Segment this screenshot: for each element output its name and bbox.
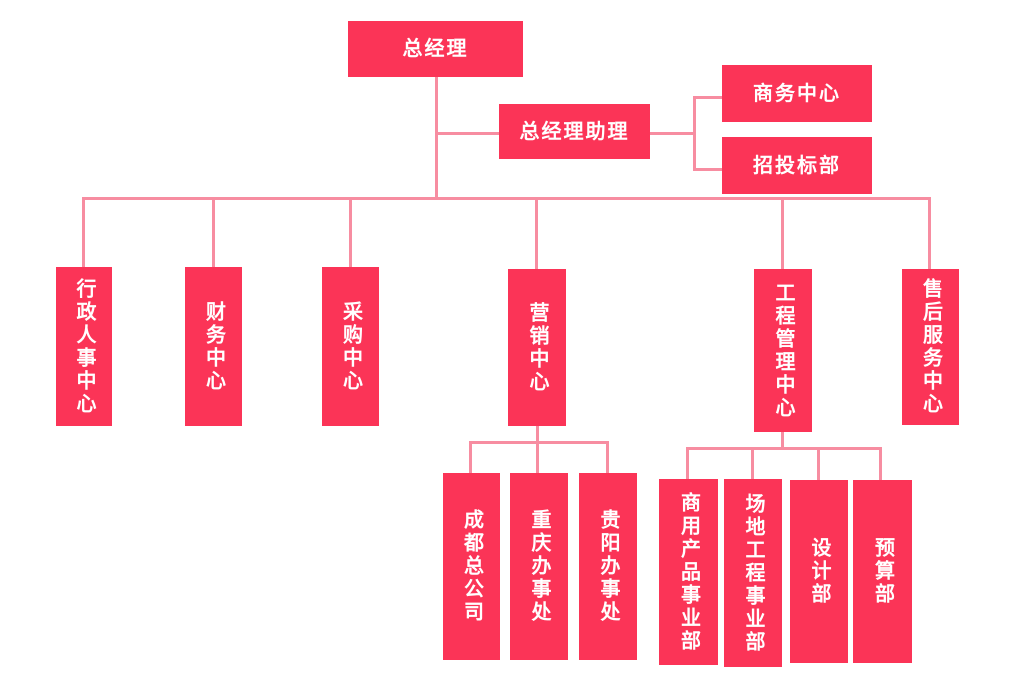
node-engineering-management-center[interactable]: 工程管理中心: [754, 269, 812, 432]
node-business-center[interactable]: 商务中心: [722, 65, 872, 122]
node-gm-assistant[interactable]: 总经理助理: [499, 104, 650, 159]
node-budget-department[interactable]: 预算部: [853, 480, 912, 663]
node-label: 行政人事中心: [73, 277, 95, 416]
connector-drop-commercial: [686, 447, 689, 479]
connector-drop-design: [817, 447, 820, 480]
connector-drop-engineering: [781, 197, 784, 269]
node-marketing-center[interactable]: 营销中心: [508, 269, 566, 426]
node-chongqing-office[interactable]: 重庆办事处: [510, 473, 568, 660]
node-bidding-department[interactable]: 招投标部: [722, 137, 872, 194]
node-label: 工程管理中心: [772, 281, 794, 420]
node-commercial-products-division[interactable]: 商用产品事业部: [659, 479, 718, 665]
node-label: 成都总公司: [460, 509, 483, 624]
connector-engineering-bus: [686, 447, 882, 450]
connector-main-bus: [82, 197, 931, 200]
connector-assistant-bracket: [693, 96, 696, 171]
node-label: 总经理: [402, 38, 469, 60]
connector-drop-finance: [212, 197, 215, 267]
connector-gm-trunk: [435, 77, 438, 200]
node-label: 售后服务中心: [919, 278, 942, 416]
node-label: 商用产品事业部: [677, 491, 700, 653]
node-label: 采购中心: [339, 300, 362, 393]
node-procurement-center[interactable]: 采购中心: [322, 267, 379, 426]
connector-drop-guiyang: [606, 441, 609, 473]
connector-drop-admin-hr: [82, 197, 85, 267]
node-label: 预算部: [871, 537, 894, 606]
connector-engineering-trunk: [781, 432, 784, 449]
connector-marketing-trunk: [536, 426, 539, 473]
node-chengdu-head-office[interactable]: 成都总公司: [443, 473, 500, 660]
node-label: 商务中心: [753, 82, 841, 105]
connector-drop-budget: [879, 447, 882, 480]
node-label: 财务中心: [202, 300, 225, 393]
node-guiyang-office[interactable]: 贵阳办事处: [579, 473, 637, 660]
node-site-engineering-division[interactable]: 场地工程事业部: [724, 479, 782, 667]
node-aftersales-service-center[interactable]: 售后服务中心: [902, 269, 959, 425]
node-label: 设计部: [808, 537, 830, 606]
connector-bracket-bidding: [693, 168, 722, 171]
node-admin-hr-center[interactable]: 行政人事中心: [56, 267, 112, 426]
node-label: 场地工程事业部: [742, 492, 764, 654]
connector-drop-aftersales: [928, 197, 931, 269]
connector-assistant-right: [650, 132, 696, 135]
node-label: 重庆办事处: [528, 509, 550, 624]
connector-drop-chengdu: [469, 441, 472, 473]
node-label: 招投标部: [753, 154, 841, 177]
connector-gm-assistant: [435, 132, 499, 135]
connector-marketing-bus: [469, 441, 609, 444]
connector-drop-site-engineering: [751, 447, 754, 479]
node-design-department[interactable]: 设计部: [790, 480, 848, 663]
node-label: 总经理助理: [519, 120, 630, 143]
node-general-manager[interactable]: 总经理: [348, 21, 523, 77]
node-finance-center[interactable]: 财务中心: [185, 267, 242, 426]
connector-bracket-business: [693, 96, 722, 99]
node-label: 贵阳办事处: [597, 509, 619, 624]
node-label: 营销中心: [526, 301, 548, 394]
connector-drop-marketing: [535, 197, 538, 269]
connector-drop-procurement: [349, 197, 352, 267]
